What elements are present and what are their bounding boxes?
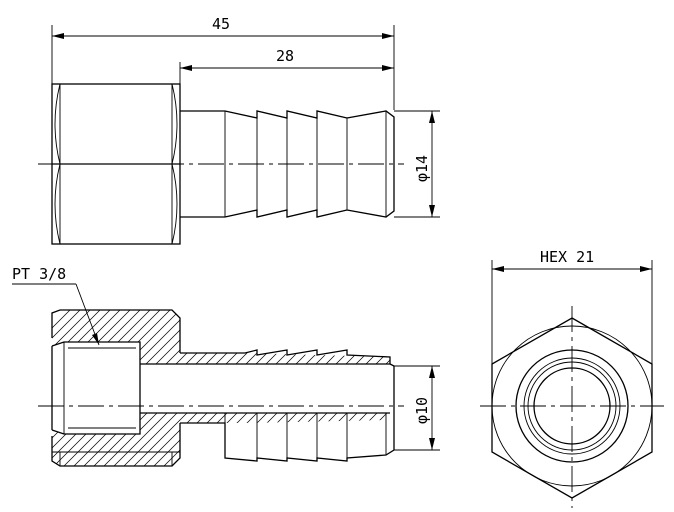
top-view-nipple	[38, 83, 404, 245]
section-hatching	[52, 310, 390, 364]
dimension-45: 45	[51, 15, 395, 110]
end-view-hex	[480, 306, 664, 508]
dimension-phi10-label: φ10	[413, 397, 431, 424]
dimension-phi14: φ14	[394, 110, 440, 218]
dimension-phi14-label: φ14	[413, 155, 431, 182]
dimension-phi10: φ10	[394, 365, 440, 451]
dimension-28-label: 28	[276, 47, 294, 65]
dimension-45-label: 45	[212, 15, 230, 33]
dimension-28: 28	[179, 47, 394, 84]
dimension-hex21-label: HEX 21	[540, 248, 594, 266]
thread-label: PT 3/8	[12, 265, 66, 283]
thread-callout: PT 3/8	[12, 265, 100, 346]
section-hatching-lower	[52, 413, 390, 466]
section-view	[38, 309, 404, 467]
dimension-hex21: HEX 21	[491, 248, 653, 364]
